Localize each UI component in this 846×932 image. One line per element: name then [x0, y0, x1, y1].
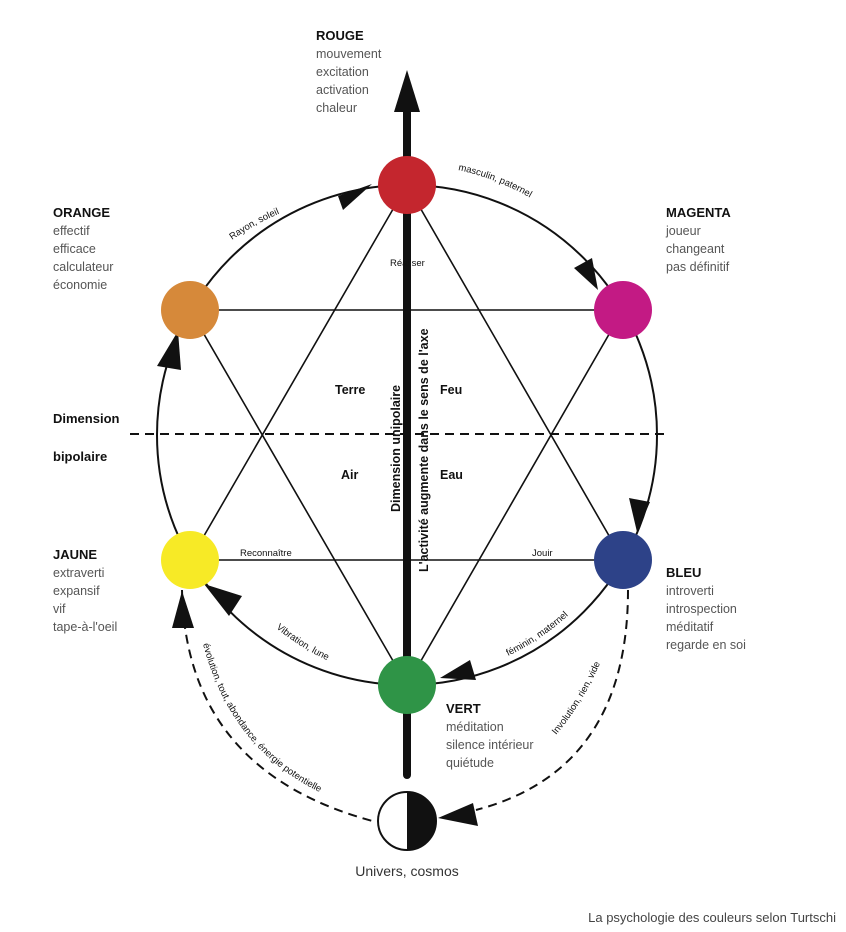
caption: La psychologie des couleurs selon Turtsc… [588, 910, 836, 925]
magenta-line-2: changeant [666, 242, 725, 256]
axis-label-unipolaire: Dimension unipolaire [389, 385, 403, 512]
arc-label-involution: Involution, rien, vide [550, 660, 603, 737]
dimension-label-top: Dimension [53, 411, 120, 426]
jaune-line-3: vif [53, 602, 66, 616]
label-rouge: ROUGE mouvement excitation activation ch… [316, 28, 382, 115]
orange-line-2: efficace [53, 242, 96, 256]
label-realiser: Réaliser [390, 258, 425, 269]
node-magenta [594, 281, 652, 339]
arc-label-feminin: féminin, maternel [505, 609, 571, 658]
arc-label-masculin: masculin, paternel [457, 162, 534, 200]
label-vert: VERT méditation silence intérieur quiétu… [446, 701, 534, 770]
orange-line-4: économie [53, 278, 107, 292]
magenta-name: MAGENTA [666, 205, 731, 220]
label-jouir: Jouir [532, 548, 553, 559]
orange-name: ORANGE [53, 205, 110, 220]
bleu-line-1: introverti [666, 584, 714, 598]
dashed-arc-evolution [181, 589, 377, 823]
node-orange [161, 281, 219, 339]
element-eau: Eau [440, 468, 463, 482]
jaune-line-2: expansif [53, 584, 100, 598]
node-vert [378, 656, 436, 714]
arrowhead-rouge-to-magenta [574, 258, 598, 290]
jaune-line-4: tape-à-l'oeil [53, 620, 117, 634]
jaune-line-1: extraverti [53, 566, 104, 580]
rouge-line-2: excitation [316, 65, 369, 79]
label-jaune: JAUNE extraverti expansif vif tape-à-l'o… [53, 547, 117, 634]
bleu-name: BLEU [666, 565, 701, 580]
axis-label-activite: L'activité augmente dans le sens de l'ax… [417, 328, 431, 572]
rouge-name: ROUGE [316, 28, 364, 43]
axis-arrowhead [394, 70, 420, 112]
label-reconnaitre: Reconnaître [240, 548, 292, 559]
arrowhead-jaune-to-orange [157, 331, 181, 370]
arrowhead-orange-to-rouge [338, 184, 372, 210]
label-orange: ORANGE effectif efficace calculateur éco… [53, 205, 113, 292]
rouge-line-4: chaleur [316, 101, 357, 115]
vert-name: VERT [446, 701, 481, 716]
orange-line-3: calculateur [53, 260, 113, 274]
jaune-name: JAUNE [53, 547, 97, 562]
arc-label-vibration: Vibration, lune [274, 622, 331, 663]
label-magenta: MAGENTA joueur changeant pas définitif [665, 205, 731, 274]
vert-line-3: quiétude [446, 756, 494, 770]
dashed-arc-involution [475, 589, 629, 811]
arrowhead-bleu-to-vert [440, 660, 476, 680]
vert-line-2: silence intérieur [446, 738, 534, 752]
bleu-line-4: regarde en soi [666, 638, 746, 652]
arrowhead-evolution-to-jaune [172, 591, 194, 628]
label-bleu: BLEU introverti introspection méditatif … [666, 565, 746, 652]
element-feu: Feu [440, 383, 462, 397]
element-terre: Terre [335, 383, 365, 397]
element-air: Air [341, 468, 359, 482]
orange-line-1: effectif [53, 224, 90, 238]
bleu-line-2: introspection [666, 602, 737, 616]
node-bleu [594, 531, 652, 589]
rouge-line-3: activation [316, 83, 369, 97]
dimension-label-bottom: bipolaire [53, 449, 107, 464]
magenta-line-1: joueur [665, 224, 701, 238]
univers-icon [377, 791, 437, 851]
magenta-line-3: pas définitif [666, 260, 730, 274]
rouge-line-1: mouvement [316, 47, 382, 61]
arrowhead-magenta-to-bleu [629, 498, 650, 532]
bleu-line-3: méditatif [666, 620, 714, 634]
node-rouge [378, 156, 436, 214]
arrowhead-involution-to-univers [438, 803, 478, 826]
arrowhead-vert-to-jaune [204, 584, 242, 616]
vert-line-1: méditation [446, 720, 504, 734]
node-jaune [161, 531, 219, 589]
univers-label: Univers, cosmos [355, 863, 458, 879]
